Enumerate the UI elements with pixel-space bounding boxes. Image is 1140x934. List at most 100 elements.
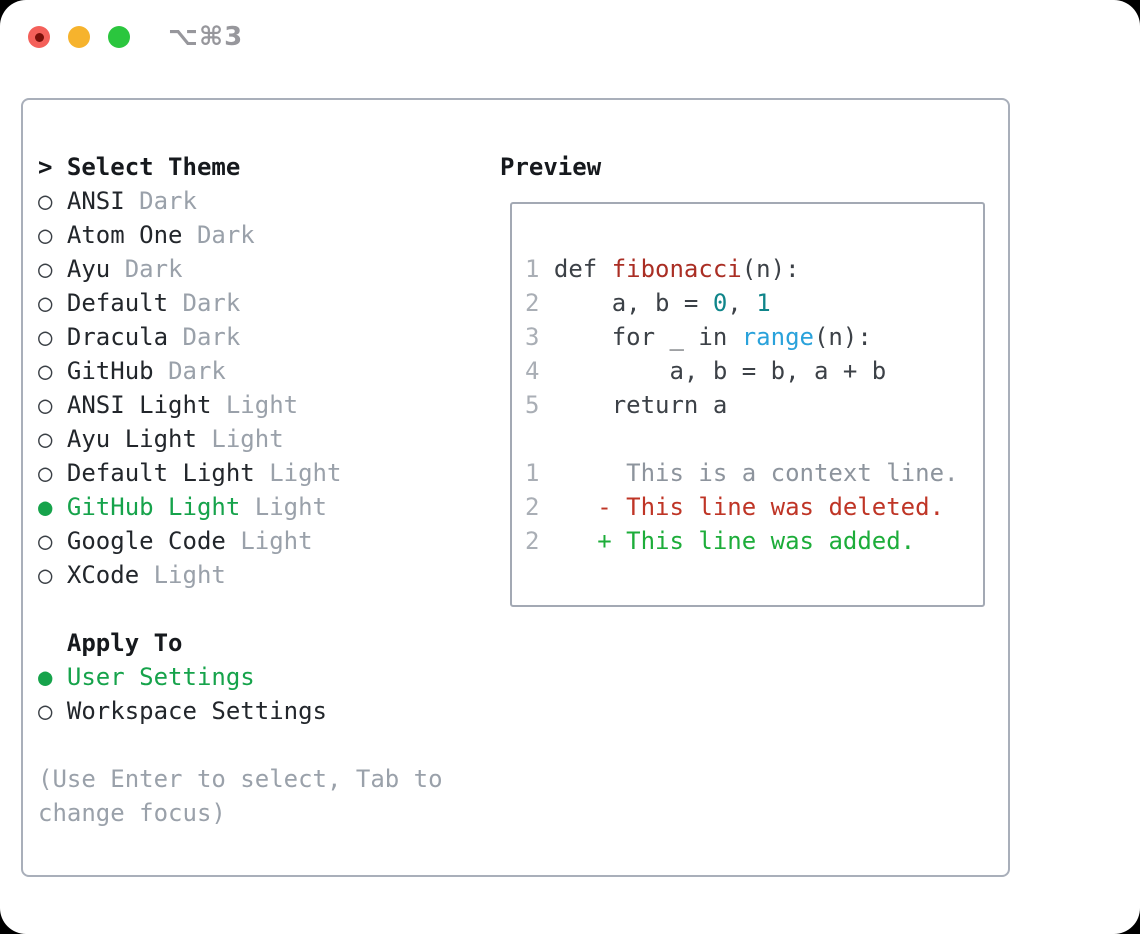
- code-segment-code: [554, 527, 597, 555]
- line-number: 4: [525, 357, 540, 385]
- theme-option-dracula-dark[interactable]: ○ Dracula Dark: [38, 320, 500, 354]
- theme-variant-label: Light: [254, 493, 327, 521]
- theme-name: Google Code: [66, 527, 226, 555]
- code-segment-code: a, b =: [553, 289, 713, 317]
- theme-name: Atom One: [66, 221, 183, 249]
- traffic-lights: [28, 26, 130, 48]
- radio-on-icon: ●: [38, 493, 53, 521]
- apply-option-user-settings[interactable]: ● User Settings: [38, 660, 500, 694]
- titlebar: ⌥⌘3: [28, 24, 243, 50]
- theme-name: GitHub Light: [66, 493, 241, 521]
- radio-off-icon: ○: [38, 357, 53, 385]
- theme-name: XCode: [66, 561, 140, 589]
- code-segment-deleted: - This line was deleted.: [597, 493, 945, 521]
- radio-off-icon: ○: [38, 459, 53, 487]
- cursor-icon: >: [38, 153, 53, 181]
- theme-option-ansi-dark[interactable]: ○ ANSI Dark: [38, 184, 500, 218]
- radio-off-icon: ○: [38, 561, 53, 589]
- line-number: 1: [525, 255, 540, 283]
- close-button[interactable]: [28, 26, 50, 48]
- theme-variant-label: Light: [240, 527, 313, 555]
- theme-option-github-dark[interactable]: ○ GitHub Dark: [38, 354, 500, 388]
- code-segment-code: ,: [727, 289, 757, 317]
- radio-off-icon: ○: [38, 323, 53, 351]
- hint-line: (Use Enter to select, Tab to: [38, 765, 443, 793]
- theme-option-default-light-light[interactable]: ○ Default Light Light: [38, 456, 500, 490]
- code-segment-builtin: range: [741, 323, 814, 351]
- radio-off-icon: ○: [38, 391, 53, 419]
- preview-title: Preview: [500, 153, 602, 181]
- preview-code-line: 1 def fibonacci(n):: [525, 252, 983, 286]
- theme-variant-label: Dark: [168, 357, 226, 385]
- theme-option-google-code-light[interactable]: ○ Google Code Light: [38, 524, 500, 558]
- theme-option-github-light-light[interactable]: ● GitHub Light Light: [38, 490, 500, 524]
- theme-option-atom-one-dark[interactable]: ○ Atom One Dark: [38, 218, 500, 252]
- theme-selector-panel: > Select Theme○ ANSI Dark○ Atom One Dark…: [21, 98, 1010, 877]
- code-segment-code: (n):: [741, 255, 800, 283]
- code-segment-code: for _ in: [553, 323, 742, 351]
- theme-option-ayu-light-light[interactable]: ○ Ayu Light Light: [38, 422, 500, 456]
- theme-variant-label: Dark: [139, 187, 197, 215]
- preview-code-line: 2 a, b = 0, 1: [525, 286, 983, 320]
- apply-option-label: Workspace Settings: [66, 697, 327, 725]
- apply-to-header: Apply To: [38, 626, 500, 660]
- code-segment-code: a, b = b, a + b: [553, 357, 887, 385]
- radio-off-icon: ○: [38, 187, 53, 215]
- line-number: 2: [525, 289, 540, 317]
- select-theme-title: Select Theme: [66, 153, 241, 181]
- theme-option-ansi-light-light[interactable]: ○ ANSI Light Light: [38, 388, 500, 422]
- code-segment-func: fibonacci: [611, 255, 742, 283]
- theme-variant-label: Dark: [124, 255, 183, 283]
- code-segment-num: 0: [712, 289, 728, 317]
- code-segment-code: [554, 459, 626, 487]
- preview-code-line: [525, 422, 983, 456]
- line-number: 2: [525, 527, 540, 555]
- radio-off-icon: ○: [38, 221, 53, 249]
- spacer: [38, 592, 500, 626]
- theme-name: GitHub: [66, 357, 154, 385]
- hint-line: change focus): [38, 799, 226, 827]
- theme-option-ayu-dark[interactable]: ○ Ayu Dark: [38, 252, 500, 286]
- close-button-dot-icon: [34, 32, 44, 42]
- code-segment-context: This is a context line.: [626, 459, 959, 487]
- radio-on-icon: ●: [38, 663, 53, 691]
- theme-variant-label: Dark: [182, 323, 241, 351]
- apply-option-label: User Settings: [66, 663, 255, 691]
- line-number: 5: [525, 391, 540, 419]
- theme-list-column: > Select Theme○ ANSI Dark○ Atom One Dark…: [38, 150, 500, 875]
- theme-variant-label: Light: [153, 561, 226, 589]
- theme-option-default-dark[interactable]: ○ Default Dark: [38, 286, 500, 320]
- code-segment-num: 1: [756, 289, 771, 317]
- theme-name: Default Light: [66, 459, 255, 487]
- preview-column: Preview 1 def fibonacci(n): 2 a, b = 0, 1 3…: [500, 150, 1008, 875]
- code-segment-code: return a: [553, 391, 728, 419]
- radio-off-icon: ○: [38, 255, 53, 283]
- select-theme-header: > Select Theme: [38, 150, 500, 184]
- preview-code-line: 5 return a: [525, 388, 983, 422]
- theme-name: ANSI: [66, 187, 125, 215]
- theme-variant-label: Light: [225, 391, 299, 419]
- code-segment-code: [554, 493, 597, 521]
- apply-to-section: Apply To● User Settings○ Workspace Setti…: [38, 626, 500, 728]
- line-number: 2: [525, 493, 540, 521]
- line-number: 3: [525, 323, 540, 351]
- theme-name: Ayu Light: [66, 425, 197, 453]
- theme-name: Ayu: [66, 255, 111, 283]
- apply-option-workspace-settings[interactable]: ○ Workspace Settings: [38, 694, 500, 728]
- code-segment-added: + This line was added.: [597, 527, 916, 555]
- radio-off-icon: ○: [38, 697, 53, 725]
- minimize-button[interactable]: [68, 26, 90, 48]
- radio-off-icon: ○: [38, 289, 53, 317]
- preview-code-line: 2 + This line was added.: [525, 524, 983, 558]
- theme-list: > Select Theme○ ANSI Dark○ Atom One Dark…: [38, 150, 500, 592]
- theme-name: Dracula: [66, 323, 169, 351]
- theme-variant-label: Light: [269, 459, 342, 487]
- theme-variant-label: Light: [211, 425, 284, 453]
- theme-name: Default: [66, 289, 169, 317]
- preview-code-line: 4 a, b = b, a + b: [525, 354, 983, 388]
- theme-variant-label: Dark: [182, 289, 241, 317]
- zoom-button[interactable]: [108, 26, 130, 48]
- code-segment-code: def: [553, 255, 612, 283]
- theme-option-xcode-light[interactable]: ○ XCode Light: [38, 558, 500, 592]
